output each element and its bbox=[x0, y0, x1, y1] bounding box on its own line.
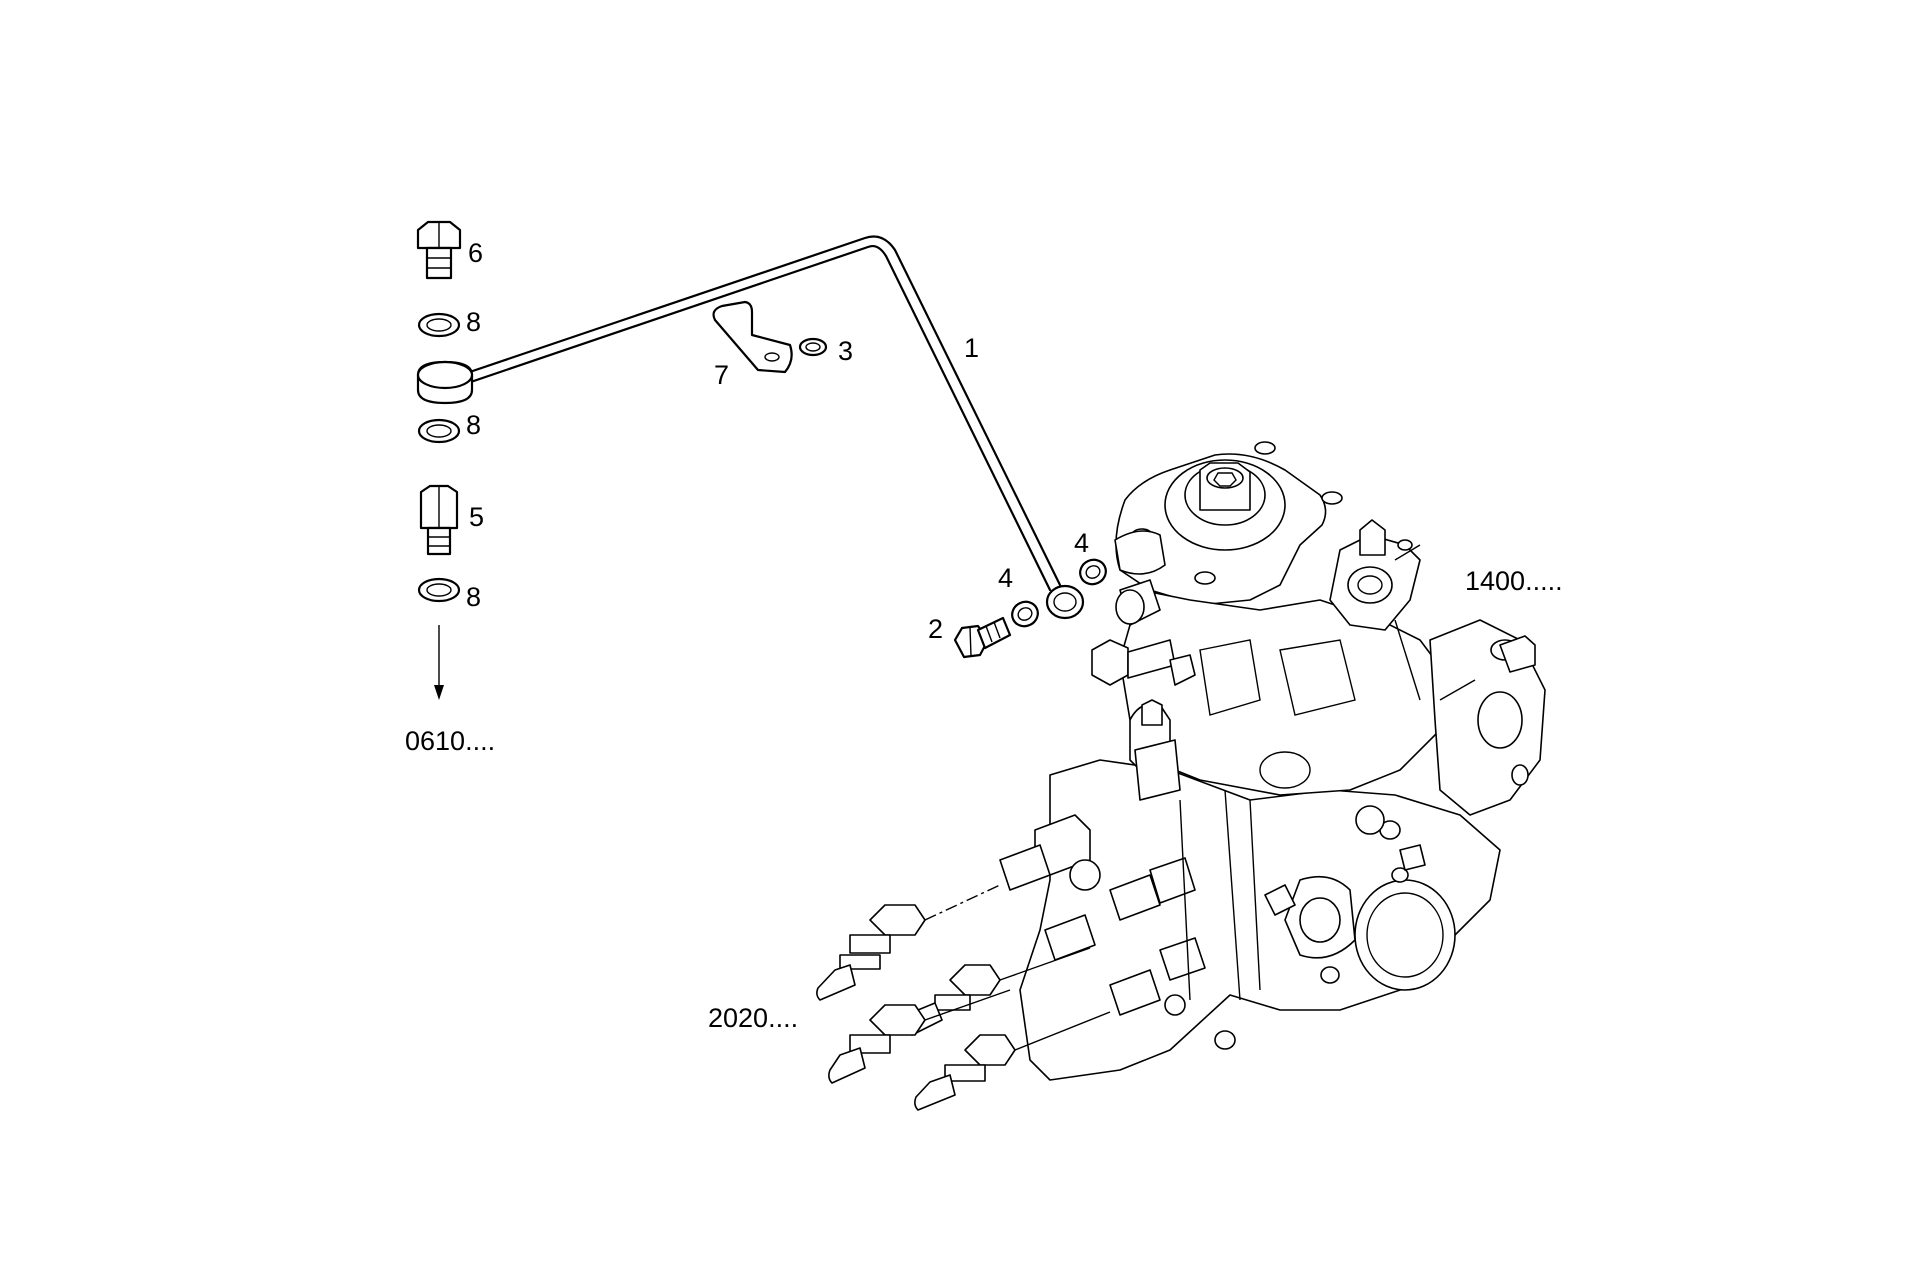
callout-2: 2 bbox=[928, 614, 943, 644]
pipe-part-1[interactable] bbox=[450, 235, 1062, 592]
callout-6: 6 bbox=[468, 238, 483, 268]
seal-ring-bottom[interactable] bbox=[417, 577, 461, 603]
washer-part-4-right[interactable] bbox=[1076, 556, 1110, 589]
callout-8-top: 8 bbox=[466, 307, 481, 337]
reference-1400: 1400..... bbox=[1465, 566, 1563, 596]
delivery-valve-holders bbox=[999, 814, 1236, 1050]
injection-pump-assembly[interactable] bbox=[999, 441, 1546, 1081]
callout-7: 7 bbox=[714, 360, 729, 390]
callout-4-left: 4 bbox=[998, 563, 1013, 593]
reference-2020: 2020.... bbox=[708, 1003, 798, 1033]
seal-ring-top[interactable] bbox=[417, 312, 461, 338]
bolt-part-2[interactable] bbox=[953, 616, 1012, 659]
arrow-down-icon bbox=[434, 625, 444, 700]
callout-4-right: 4 bbox=[1074, 528, 1089, 558]
washer-part-4-left[interactable] bbox=[1008, 598, 1042, 631]
clip-part-7[interactable] bbox=[712, 300, 793, 374]
injector-connectors[interactable] bbox=[816, 884, 1111, 1111]
reference-0610: 0610.... bbox=[405, 726, 495, 756]
banjo-eye-right[interactable] bbox=[1045, 584, 1085, 620]
callout-3: 3 bbox=[838, 336, 853, 366]
union-fitting-part-5[interactable] bbox=[419, 484, 459, 556]
seal-ring-mid[interactable] bbox=[417, 418, 461, 444]
callout-8-bottom: 8 bbox=[466, 582, 481, 612]
banjo-bolt-part-6[interactable] bbox=[416, 220, 462, 280]
washer-part-3[interactable] bbox=[798, 337, 828, 357]
banjo-eye-left[interactable] bbox=[416, 360, 474, 405]
callout-1: 1 bbox=[964, 333, 979, 363]
callout-5: 5 bbox=[469, 502, 484, 532]
callout-8-mid: 8 bbox=[466, 410, 481, 440]
